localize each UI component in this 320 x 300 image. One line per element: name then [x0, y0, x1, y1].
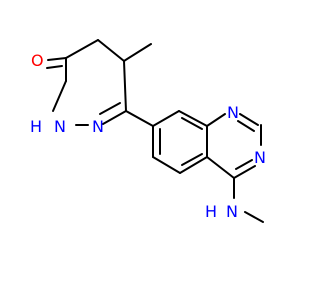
- bond-benz-5: [152, 156, 181, 174]
- quinazoline-n3-label: N: [254, 148, 266, 167]
- bond-pyr-5: [206, 156, 235, 179]
- bond-c-c-ch2-chme: [97, 39, 125, 62]
- bond-c-o-double-b: [46, 65, 63, 69]
- bond-pyr-inner-b: [235, 159, 253, 170]
- bond-c-n-double-imine-inner: [99, 102, 121, 115]
- bond-pyr-2: [239, 113, 259, 126]
- amine-hydrogen-label: H: [205, 202, 217, 221]
- background: [0, 0, 300, 300]
- bond-benz-2: [178, 110, 208, 127]
- nh-hydrogen-label: H: [30, 117, 42, 136]
- bond-pyr-inner-a: [237, 120, 255, 132]
- oxygen-label: O: [31, 51, 44, 70]
- bond-benz-inner-c: [181, 153, 203, 166]
- amine-nitrogen-label: N: [226, 202, 238, 221]
- quinazoline-pyrimidine-ring: [206, 113, 262, 179]
- bond-n-methyl: [244, 211, 264, 223]
- bond-c-o-double-a: [47, 57, 67, 61]
- bond-c-methyl: [123, 43, 152, 62]
- bond-pyr-4: [233, 165, 256, 179]
- quinazoline-n1-label: N: [227, 103, 239, 122]
- bond-benz-4: [179, 156, 208, 174]
- pyridazinone-ring: [46, 39, 152, 126]
- bond-pyr-1: [206, 113, 226, 127]
- bond-c-c-chme-cimine: [123, 60, 127, 112]
- molecule-structure: O H N N N N N H: [0, 0, 300, 300]
- bond-c-n-double-imine: [102, 110, 127, 125]
- quinazoline-benzene-ring: [152, 110, 208, 174]
- hydrazone-nitrogen-label: N: [92, 117, 104, 136]
- bond-ring-link: [125, 110, 154, 127]
- bond-benz-1: [152, 110, 180, 127]
- bond-benz-inner-b: [181, 117, 203, 130]
- molecule-structure-canvas: O H N N N N N H: [0, 0, 300, 300]
- bond-n-c-nh-carbonyl: [52, 80, 67, 112]
- bond-c-c-carbonyl-ch2: [65, 39, 99, 59]
- nh-nitrogen-label: N: [54, 117, 66, 136]
